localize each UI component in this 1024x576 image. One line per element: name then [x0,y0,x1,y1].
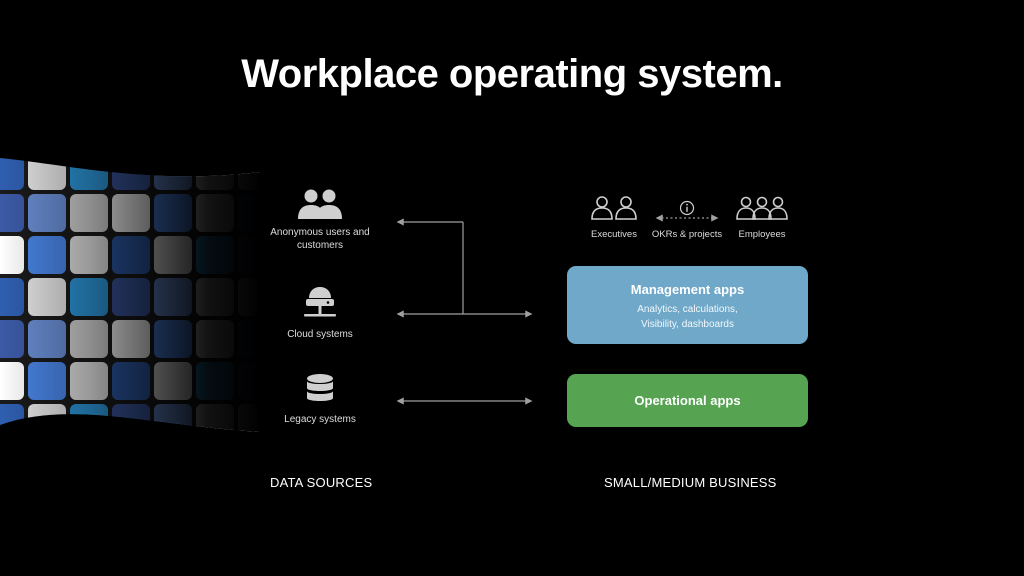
management-apps-description: Analytics, calculations, Visibility, das… [637,304,738,330]
role-okrs-projects: OKRs & projects [650,200,724,240]
management-apps-title: Management apps [630,282,745,297]
role-employees: Employees [734,195,790,240]
source-legacy-systems: Legacy systems [245,373,395,426]
users-icon [298,189,342,219]
database-icon [307,374,333,401]
role-employees-label: Employees [738,229,786,240]
connectors [396,214,719,405]
slide-title: Workplace operating system. [241,52,783,96]
operational-apps-box: Operational apps [567,374,808,427]
operational-apps-title: Operational apps [634,393,741,408]
two-people-icon [591,196,637,220]
data-sources-heading: DATA SOURCES [270,475,373,490]
source-anonymous-users: Anonymous users and customers [245,188,395,252]
source-cloud-systems: Cloud systems [245,284,395,341]
role-okrs-projects-label: OKRs & projects [651,229,723,240]
source-legacy-systems-label: Legacy systems [284,414,356,425]
management-apps-box: Management apps Analytics, calculations,… [567,266,808,344]
small-medium-business-heading: SMALL/MEDIUM BUSINESS [604,475,777,490]
role-executives-label: Executives [591,229,637,240]
app-tiles-funnel [0,158,260,432]
three-people-icon [736,196,788,220]
role-executives: Executives [588,195,640,240]
cloud-server-icon [304,287,336,317]
source-anonymous-users-label: Anonymous users and customers [270,227,370,251]
info-icon [679,200,695,216]
source-cloud-systems-label: Cloud systems [287,329,353,340]
